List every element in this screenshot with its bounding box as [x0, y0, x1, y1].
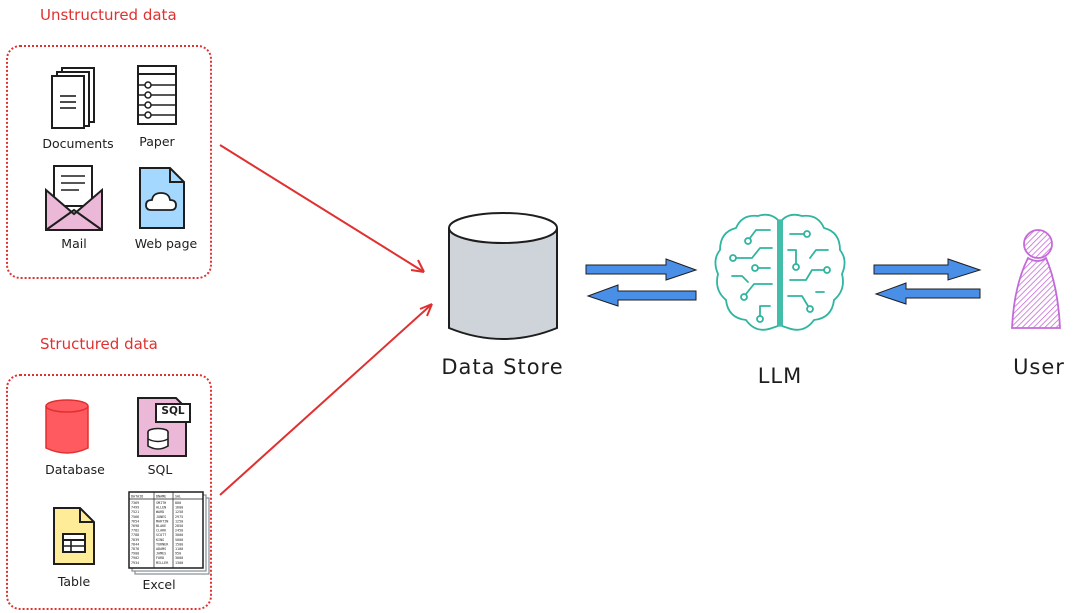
excel-cell: 7521 [131, 510, 139, 514]
excel-cell: 7369 [131, 501, 139, 505]
structured-group-title: Structured data [40, 335, 158, 353]
excel-cell: 1300 [175, 561, 183, 565]
unstructured-group-box [6, 45, 212, 279]
excel-header-cell: DATAID [131, 495, 143, 499]
excel-cell: 3000 [175, 533, 183, 537]
excel-cell: 7934 [131, 561, 139, 565]
data-store-label: Data Store [441, 355, 564, 379]
excel-cell: 7844 [131, 542, 139, 546]
table-icon [53, 507, 95, 565]
excel-cell: MILLER [156, 561, 169, 565]
excel-cell: 7566 [131, 515, 139, 519]
excel-cell: 1100 [175, 547, 183, 551]
documents-icon [51, 67, 95, 129]
excel-cell: 2850 [175, 524, 183, 528]
mail-icon [45, 165, 103, 231]
excel-cell: KING [156, 538, 164, 542]
excel-cell: 1250 [175, 519, 183, 523]
excel-cell: TURNER [156, 542, 169, 546]
excel-header-cell: SAL [175, 495, 181, 499]
paper-icon [137, 65, 177, 125]
excel-cell: ADAMS [156, 547, 166, 551]
excel-cell: JONES [156, 515, 166, 519]
excel-cell: MARTIN [156, 519, 168, 523]
excel-cell: 3000 [175, 556, 183, 560]
excel-cell: 1500 [175, 542, 183, 546]
llm-label: LLM [757, 364, 803, 388]
excel-cell: SMITH [156, 501, 166, 505]
excel-cell: JAMES [156, 552, 166, 556]
excel-cell: 7698 [131, 524, 139, 528]
user-label: User [1013, 355, 1065, 379]
excel-cell: 7876 [131, 547, 139, 551]
mail-label: Mail [61, 236, 87, 251]
user-icon [1011, 229, 1061, 329]
excel-cell: 7499 [131, 506, 139, 510]
excel-header-cell: DNAME [156, 495, 166, 499]
documents-label: Documents [42, 136, 114, 151]
excel-cell: 7788 [131, 533, 139, 537]
web-page-icon [139, 167, 185, 229]
excel-cell: SCOTT [156, 533, 166, 537]
excel-cell: 7839 [131, 538, 139, 542]
arrows-datastore-llm [585, 258, 698, 307]
excel-cell: 7902 [131, 556, 139, 560]
excel-cell: 2975 [175, 515, 183, 519]
excel-cell: 2450 [175, 529, 183, 533]
excel-cell: 1250 [175, 510, 183, 514]
database-label: Database [45, 462, 105, 477]
excel-icon: DATAID DNAME SAL 7369 SMITH 800 7499 ALLEN 1600 7… [128, 491, 210, 575]
sql-badge: SQL [161, 405, 185, 417]
excel-cell: 7782 [131, 529, 139, 533]
excel-cell: CLARK [156, 529, 167, 533]
sql-icon [137, 397, 191, 457]
excel-cell: 5000 [175, 538, 183, 542]
excel-cell: 800 [175, 501, 181, 505]
llm-brain-icon [714, 213, 846, 331]
excel-cell: ALLEN [156, 506, 166, 510]
excel-cell: FORD [156, 556, 164, 560]
excel-cell: 1600 [175, 506, 183, 510]
arrows-llm-user [873, 258, 982, 305]
sql-label: SQL [147, 462, 173, 477]
database-icon [45, 399, 89, 454]
web-page-label: Web page [134, 236, 198, 251]
excel-cell: 7654 [131, 519, 139, 523]
table-label: Table [57, 574, 91, 589]
excel-cell: 950 [175, 552, 181, 556]
excel-label: Excel [142, 577, 176, 592]
unstructured-group-title: Unstructured data [40, 6, 177, 24]
structured-group-box [6, 374, 212, 610]
excel-cell: 7900 [131, 552, 139, 556]
excel-cell: BLAKE [156, 524, 166, 528]
data-store-cylinder [448, 212, 558, 340]
excel-cell: WARD [156, 510, 164, 514]
paper-label: Paper [139, 134, 175, 149]
